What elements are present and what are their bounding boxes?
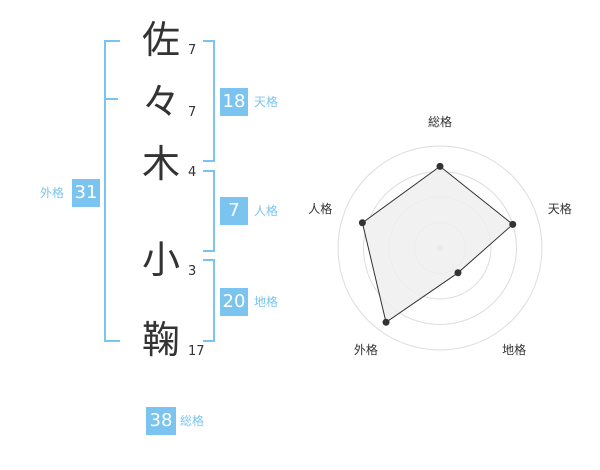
- gaikaku-bracket-tick: [104, 98, 118, 100]
- radar-point-5: [358, 219, 366, 227]
- name-char-2: 々: [141, 80, 180, 124]
- chikaku-label: 地格: [254, 295, 279, 309]
- tenkaku-bracket: [203, 40, 215, 162]
- gaikaku-label: 外格: [40, 186, 65, 200]
- radar-point-2: [509, 220, 517, 228]
- radar-point-4: [382, 318, 390, 326]
- name-char-3: 木: [141, 142, 180, 186]
- soukaku-label: 総格: [180, 414, 205, 428]
- name-char-1: 佐: [141, 18, 180, 62]
- radar-ring: [337, 145, 543, 351]
- stroke-count-3: 4: [188, 165, 197, 180]
- soukaku-score-badge: 38: [146, 407, 176, 435]
- jinkaku-bracket: [203, 170, 215, 252]
- jinkaku-label: 人格: [254, 204, 279, 218]
- radar-series-polygon: [361, 165, 514, 324]
- stroke-count-5: 17: [188, 344, 205, 359]
- gaikaku-bracket: [104, 40, 120, 342]
- stroke-count-2: 7: [188, 105, 197, 120]
- chikaku-score-badge: 20: [220, 288, 248, 316]
- jinkaku-score-badge: 7: [220, 197, 248, 225]
- name-char-5: 鞠: [141, 318, 180, 362]
- radar-axis-label-3: 地格: [502, 342, 526, 357]
- name-char-4: 小: [141, 238, 180, 282]
- chikaku-bracket: [203, 259, 215, 342]
- tenkaku-label: 天格: [254, 95, 279, 109]
- tenkaku-score-badge: 18: [220, 88, 248, 116]
- gaikaku-score-badge: 31: [72, 179, 100, 207]
- radar-axis-label-5: 人格: [308, 201, 332, 216]
- radar-axis-label-4: 外格: [354, 342, 378, 357]
- stroke-count-4: 3: [188, 264, 197, 279]
- radar-axis-label-2: 天格: [548, 201, 572, 216]
- stroke-count-1: 7: [188, 43, 197, 58]
- radar-points: [358, 162, 517, 326]
- radar-point-1: [436, 162, 444, 170]
- radar-axis-label-1: 総格: [428, 114, 452, 129]
- radar-point-3: [454, 269, 462, 277]
